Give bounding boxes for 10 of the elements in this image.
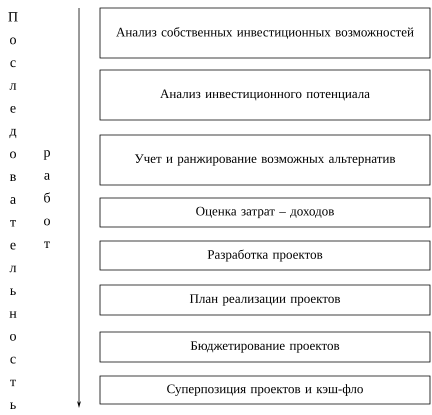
process-box: Анализ собственных инвестиционных возможностей (100, 8, 430, 58)
process-box: Оценка затрат – доходов (100, 198, 430, 228)
process-box: Учет и ранжирование возможных альтернатив (100, 134, 430, 186)
vertical-label: Последовательность (8, 12, 18, 409)
process-box: Суперпозиция проектов и кэш-фло (100, 376, 430, 404)
process-box: Анализ инвестиционного потенциала (100, 70, 430, 120)
vertical-label: работ (44, 150, 50, 248)
process-box: Бюджетирование проектов (100, 332, 430, 362)
process-box: Разработка проектов (100, 240, 430, 270)
process-box: План реализации проектов (100, 284, 430, 316)
